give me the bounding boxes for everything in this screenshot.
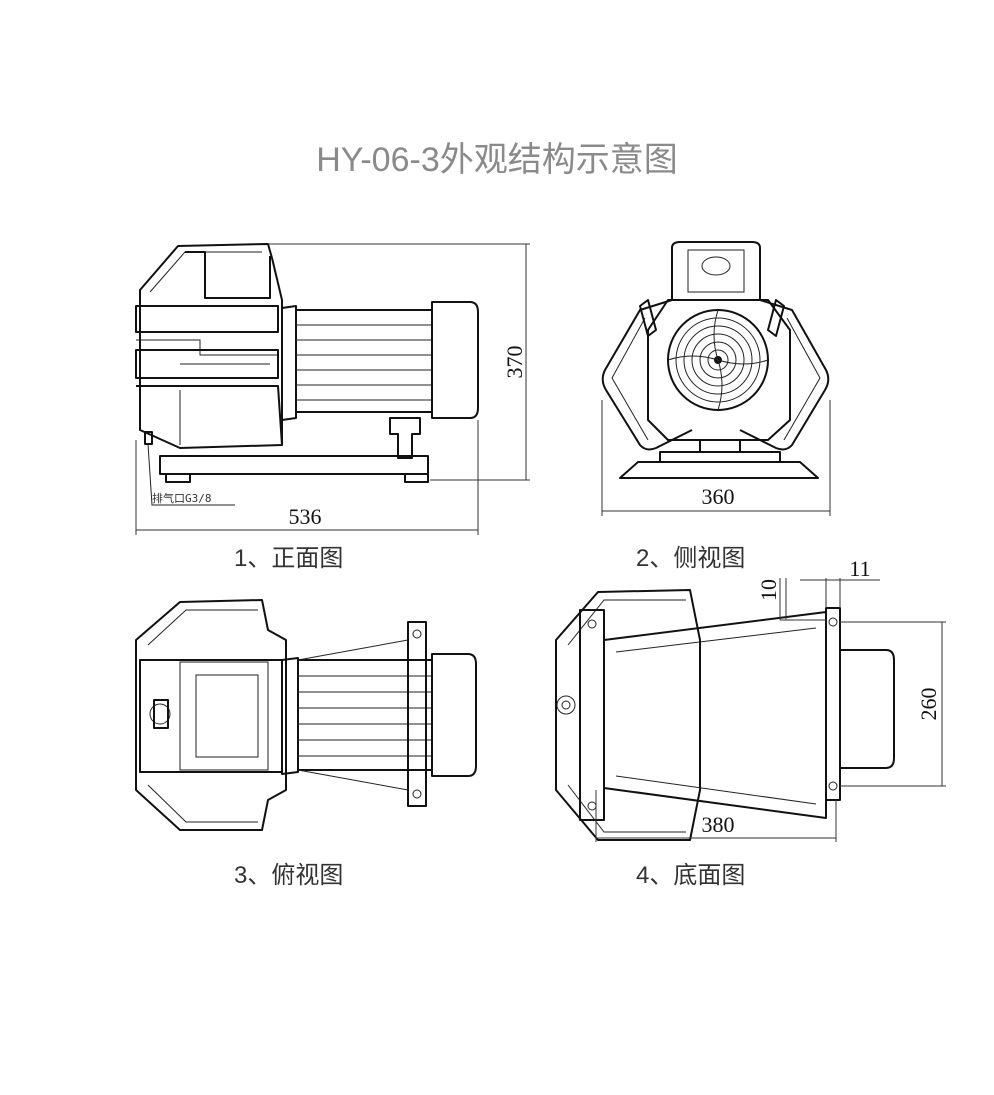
bottom-height-dimension: 260 (916, 688, 941, 721)
top-view-drawing (135, 599, 477, 831)
side-view-drawing: 360 (601, 241, 831, 516)
bottom-width-dimension: 380 (702, 812, 735, 837)
bottom-view-drawing: 380 260 10 11 (555, 556, 946, 842)
front-width-dimension: 536 (289, 504, 322, 529)
side-view-caption: 2、侧视图 (636, 545, 746, 572)
top-view-caption: 3、俯视图 (234, 862, 344, 889)
front-view-caption: 1、正面图 (234, 545, 344, 572)
exhaust-port-note: 排气口G3/8 (152, 491, 212, 505)
side-width-dimension: 360 (702, 484, 735, 509)
dimension-10: 10 (756, 579, 781, 601)
bottom-view-caption: 4、底面图 (636, 862, 746, 889)
dimension-11: 11 (849, 556, 870, 581)
front-height-dimension: 370 (502, 346, 527, 379)
front-view-drawing: 排气口G3/8 536 370 (135, 243, 530, 535)
page-title: HY-06-3外观结构示意图 (316, 141, 678, 179)
